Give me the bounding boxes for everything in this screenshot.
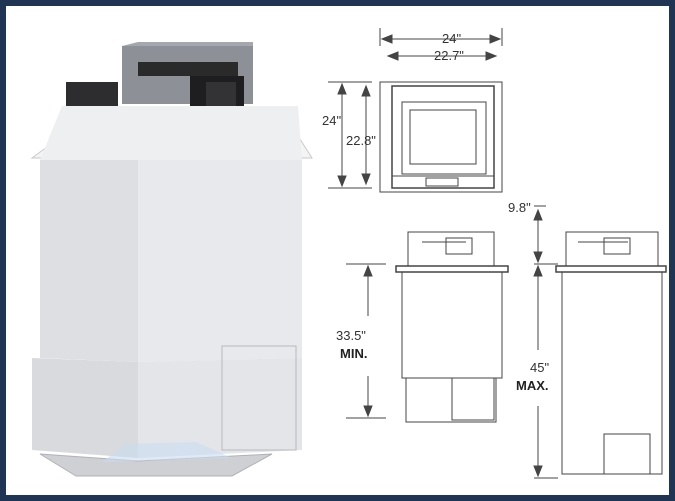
width-outer-label: 24" [442, 31, 461, 46]
min-length-label: 33.5" [336, 328, 366, 343]
side-view-min [395, 231, 509, 423]
access-panel [221, 345, 297, 451]
top-view-core [401, 101, 487, 175]
lower-housing-right [138, 358, 302, 458]
diagram-frame: 24" 22.7" 24" 22.8" 33.5" MIN. [6, 6, 669, 495]
top-dark-strip [138, 62, 238, 76]
side-view-max [555, 231, 667, 475]
width-inner-label: 22.7" [434, 48, 464, 63]
min-label: MIN. [340, 346, 367, 361]
depth-outer-label: 24" [322, 113, 341, 128]
max-length-label: 45" [530, 360, 549, 375]
min-length-dimension [346, 263, 386, 419]
led-ring [102, 442, 232, 462]
max-top-box [565, 231, 659, 267]
diagram-canvas: 24" 22.7" 24" 22.8" 33.5" MIN. [30, 28, 667, 479]
min-top-box [407, 231, 495, 267]
top-view-drawing [379, 81, 503, 193]
upper-housing-right [138, 160, 302, 362]
upper-housing-left [40, 160, 138, 362]
top-view-outline [379, 81, 503, 193]
top-view-inner [391, 85, 495, 189]
max-length-dimension [533, 205, 558, 479]
top-height-label: 9.8" [508, 200, 531, 215]
upper-housing-top [40, 106, 302, 160]
lower-housing-left [32, 358, 138, 458]
depth-inner-label: 22.8" [346, 133, 376, 148]
product-rendering [30, 42, 313, 477]
top-view-dimensions [328, 28, 503, 189]
max-label: MAX. [516, 378, 549, 393]
